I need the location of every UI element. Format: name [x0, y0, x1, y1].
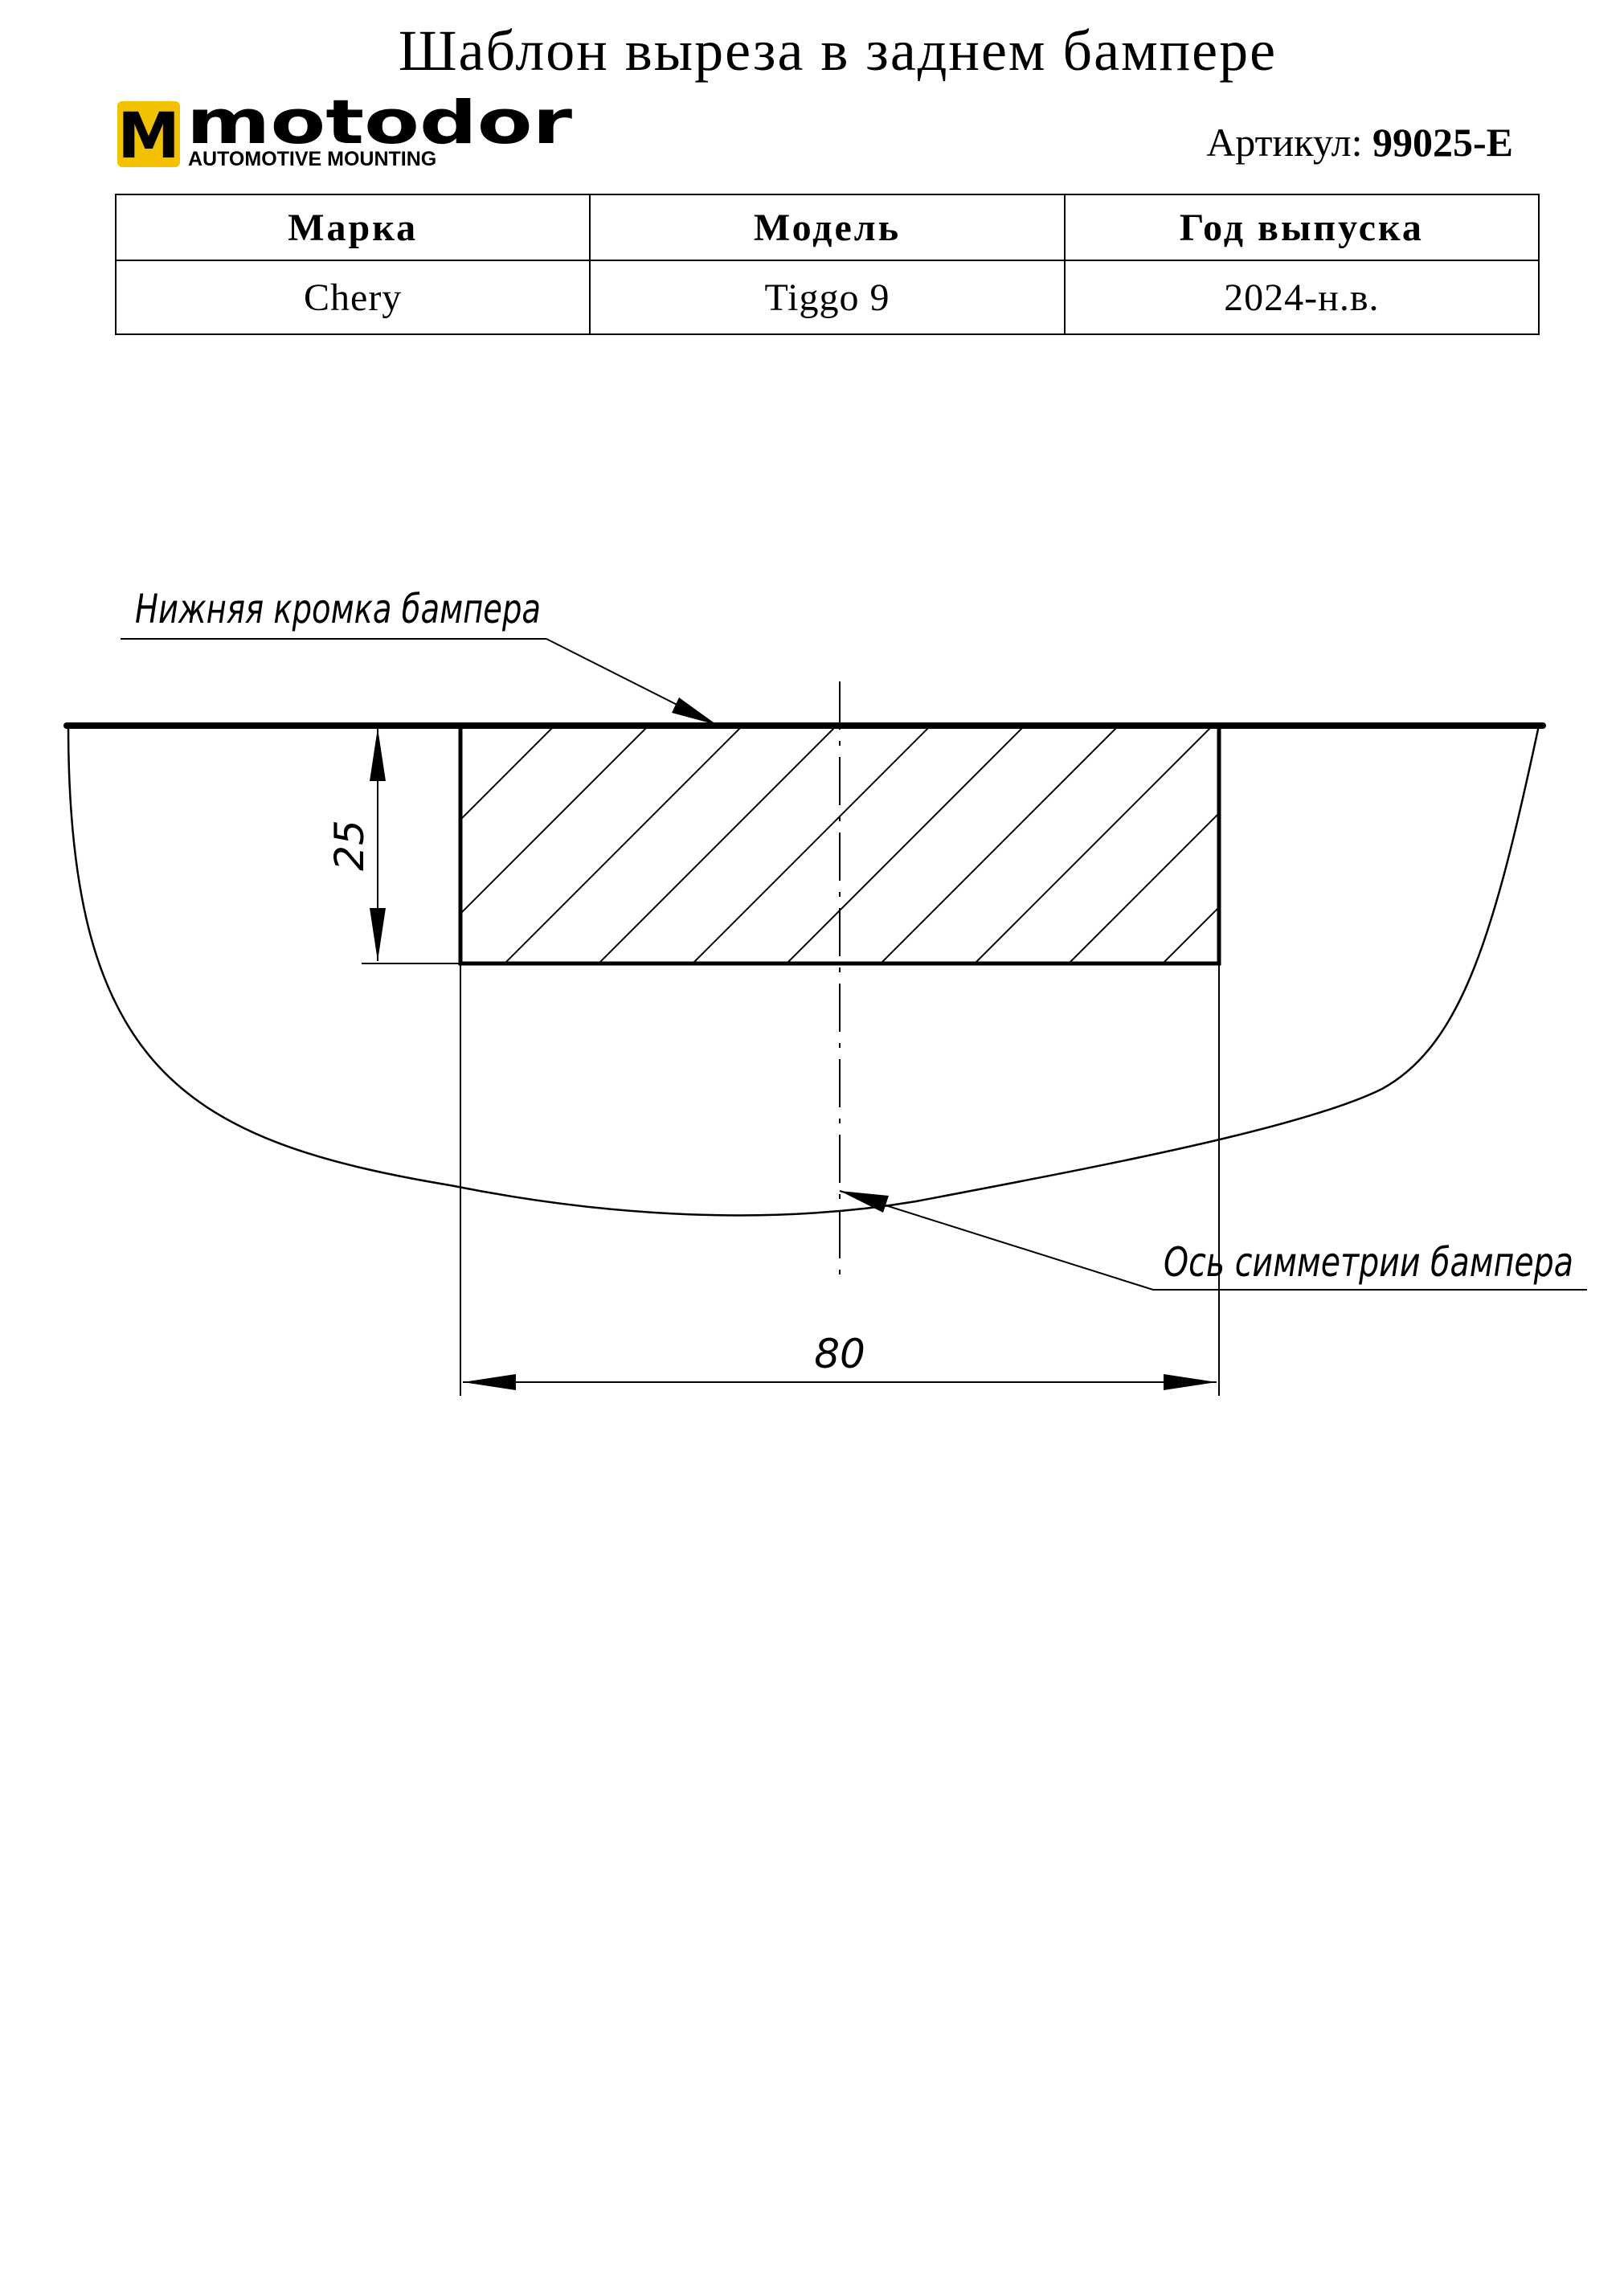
height-arrow-top — [370, 728, 386, 781]
hatch-line — [692, 726, 931, 963]
cell-brand: Chery — [114, 260, 591, 335]
logo-tagline: AUTOMOTIVE MOUNTING — [188, 148, 436, 170]
table-header-row: Марка Модель Год выпуска — [114, 194, 1540, 261]
hatch-line — [1068, 812, 1219, 963]
hatch-line — [1351, 726, 1589, 963]
hatch-line — [460, 726, 649, 915]
header-brand: Марка — [114, 194, 591, 261]
vehicle-table: Марка Модель Год выпуска Chery Tiggo 9 2… — [114, 194, 1540, 335]
height-arrow-bottom — [370, 908, 386, 961]
hatch-line — [880, 726, 1119, 963]
bumper-outline — [67, 725, 1540, 1217]
hatch-line — [786, 726, 1025, 963]
hatch-line — [598, 726, 837, 963]
motodor-logo: M motodor AUTOMOTIVE MOUNTING — [117, 98, 573, 170]
article: Артикул: 99025-E — [1206, 119, 1513, 166]
hatch-line — [1162, 906, 1219, 963]
table-row: Chery Tiggo 9 2024-н.в. — [114, 260, 1540, 335]
hatch-line — [460, 726, 555, 821]
cell-model: Tiggo 9 — [589, 260, 1066, 335]
hatch-line — [1257, 726, 1495, 963]
logo-badge-letter: M — [117, 100, 180, 170]
cell-year: 2024-н.в. — [1063, 260, 1540, 335]
hatch-line — [1445, 726, 1624, 963]
height-dimension-text: 25 — [326, 820, 373, 871]
cutout-hatching — [460, 726, 1624, 963]
hatch-line — [504, 726, 743, 963]
symmetry-axis-label: Ось симметрии бампера — [1164, 1239, 1573, 1286]
symmetry-arrowhead — [840, 1191, 889, 1213]
logo-badge — [117, 101, 180, 167]
width-dimension-text: 80 — [814, 1331, 865, 1377]
width-arrow-left — [463, 1374, 516, 1390]
symmetry-leader-arrow-line — [839, 1190, 1154, 1291]
header-model: Модель — [589, 194, 1066, 261]
article-label: Артикул: — [1206, 120, 1363, 165]
header-year: Год выпуска — [1063, 194, 1540, 261]
hatch-line — [974, 726, 1213, 963]
width-arrow-right — [1164, 1374, 1217, 1390]
bottom-edge-label: Нижняя кромка бампера — [135, 586, 541, 632]
logo-brand: motodor — [186, 98, 573, 158]
article-number: 99025-E — [1372, 120, 1513, 165]
bottom-edge-arrowhead — [672, 698, 717, 725]
page-title: Шаблон выреза в заднем бампере — [398, 18, 1278, 83]
